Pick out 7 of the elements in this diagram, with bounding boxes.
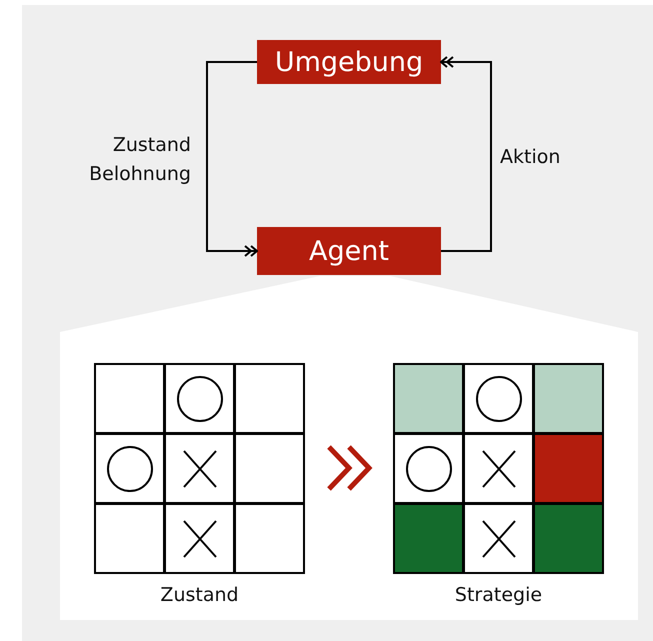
edge-label: Aktion (500, 145, 562, 170)
board-caption: Strategie (454, 583, 544, 608)
board-caption: Zustand (159, 583, 240, 608)
process-box: Umgebung (257, 40, 441, 84)
process-box: Agent (257, 227, 441, 275)
edge-label: Zustand Belohnung (88, 133, 191, 187)
chevron-arrow (326, 444, 372, 492)
